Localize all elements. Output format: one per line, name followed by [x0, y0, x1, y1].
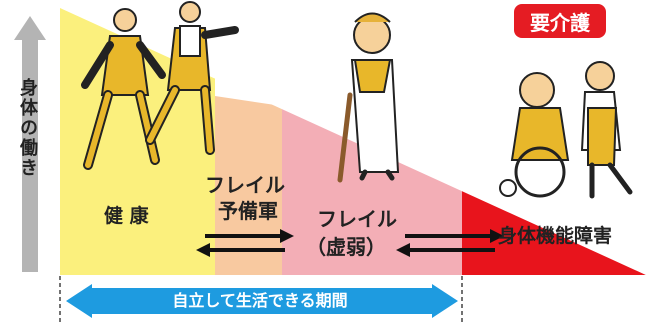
- function-axis-arrow: [14, 16, 46, 272]
- body-function-axis-label: 身体の働き: [17, 78, 38, 178]
- wheelchair-care-illustration: [499, 61, 633, 199]
- healthy-walkers-illustration: [81, 1, 239, 170]
- prefrail-zone: [215, 96, 282, 275]
- independent-period-label: 自立して生活できる期間: [172, 291, 348, 310]
- frail-zone: [282, 106, 462, 275]
- stage-frail-line2: （虚弱）: [306, 235, 386, 259]
- transition-arrow-1: [196, 229, 294, 257]
- independent-period-arrow: [66, 284, 458, 318]
- stage-disability: 身体機能障害: [498, 225, 613, 247]
- stage-healthy: 健 康: [104, 205, 149, 227]
- stage-prefrail-line2: 予備軍: [218, 199, 278, 223]
- stage-frail-line1: フレイル: [317, 207, 397, 231]
- stage-prefrail-line1: フレイル: [205, 173, 285, 197]
- frail-elderly-illustration: [337, 12, 400, 183]
- care-required-badge: 要介護: [514, 4, 606, 38]
- transition-arrow-2: [396, 229, 504, 257]
